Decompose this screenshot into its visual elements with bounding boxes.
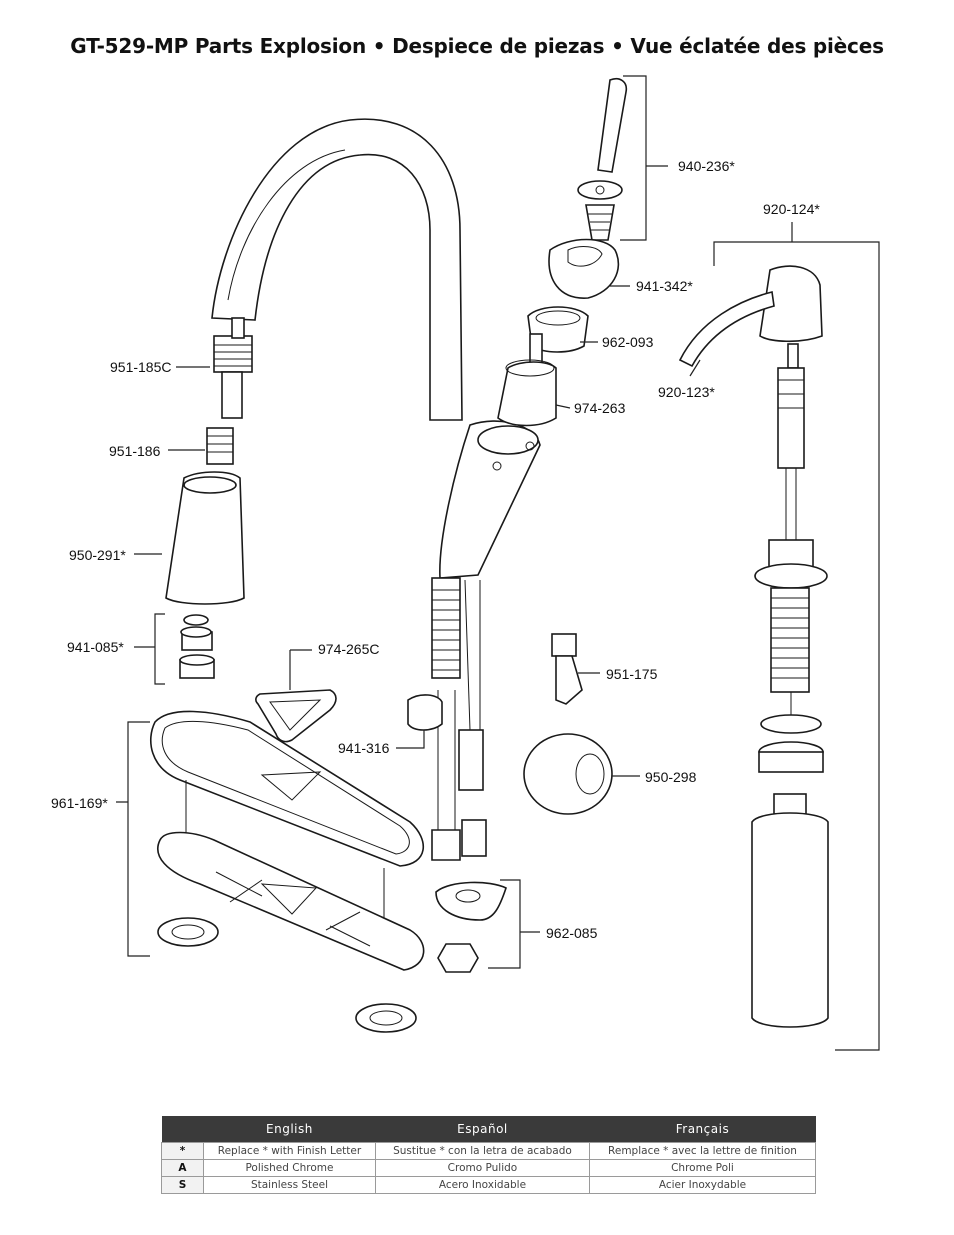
label-920-124: 920-124*: [763, 201, 820, 217]
part-labels: 940-236* 920-124* 941-342* 962-093 951-1…: [51, 158, 820, 941]
legend-key: *: [161, 1142, 204, 1160]
part-941-085: [179, 614, 215, 679]
legend-espanol: Acero Inoxidable: [374, 1176, 590, 1194]
legend-english: Replace * with Finish Letter: [203, 1142, 376, 1160]
legend-espanol: Sustitue * con la letra de acabado: [374, 1142, 590, 1160]
part-940-236: [577, 77, 628, 241]
legend-francais: Remplace * avec la lettre de finition: [588, 1142, 817, 1160]
part-920-124: [678, 265, 829, 1028]
label-974-265c: 974-265C: [318, 641, 380, 657]
part-950-291: [165, 471, 245, 605]
part-941-316: [407, 694, 443, 731]
faucet-body: [439, 420, 541, 579]
label-920-123: 920-123*: [658, 384, 715, 400]
legend-row: * Replace * with Finish Letter Sustitue …: [161, 1142, 817, 1160]
label-962-093: 962-093: [602, 334, 654, 350]
label-940-236: 940-236*: [678, 158, 735, 174]
label-974-263: 974-263: [574, 400, 626, 416]
legend-english: Stainless Steel: [203, 1176, 376, 1194]
faucet-spout: [211, 118, 463, 421]
page-title: GT-529-MP Parts Explosion • Despiece de …: [70, 34, 884, 58]
label-951-186: 951-186: [109, 443, 161, 459]
part-951-175: [551, 633, 583, 705]
part-950-298: [523, 733, 613, 815]
legend-francais: Acier Inoxydable: [588, 1176, 817, 1194]
label-961-169: 961-169*: [51, 795, 108, 811]
label-962-085: 962-085: [546, 925, 598, 941]
legend-row: A Polished Chrome Cromo Pulido Chrome Po…: [161, 1159, 817, 1177]
legend-francais: Chrome Poli: [588, 1159, 817, 1177]
part-961-169: [150, 710, 425, 1033]
part-962-085: [435, 881, 507, 973]
label-941-342: 941-342*: [636, 278, 693, 294]
finish-legend-table: English Español Français * Replace * wit…: [161, 1116, 817, 1194]
part-974-265c: [255, 689, 337, 743]
label-950-298: 950-298: [645, 769, 697, 785]
label-941-085: 941-085*: [67, 639, 124, 655]
legend-header-espanol: Español: [375, 1116, 590, 1143]
label-941-316: 941-316: [338, 740, 390, 756]
part-974-263: [497, 333, 557, 427]
legend-header-francais: Français: [589, 1116, 816, 1143]
part-951-185c: [213, 317, 253, 419]
legend-english: Polished Chrome: [203, 1159, 376, 1177]
callout-lines: [116, 75, 880, 1051]
legend-espanol: Cromo Pulido: [374, 1159, 590, 1177]
label-951-185c: 951-185C: [110, 359, 172, 375]
legend-key: A: [161, 1159, 204, 1177]
legend-header-english: English: [203, 1116, 376, 1143]
part-951-186: [206, 427, 234, 465]
legend-key: S: [161, 1176, 204, 1194]
pull-down-hose: [431, 577, 487, 861]
legend-row: S Stainless Steel Acero Inoxidable Acier…: [161, 1176, 817, 1194]
legend-header-row: English Español Français: [161, 1116, 816, 1143]
label-951-175: 951-175: [606, 666, 658, 682]
label-950-291: 950-291*: [69, 547, 126, 563]
part-941-342: [548, 238, 620, 299]
legend-header-key: [161, 1116, 204, 1143]
